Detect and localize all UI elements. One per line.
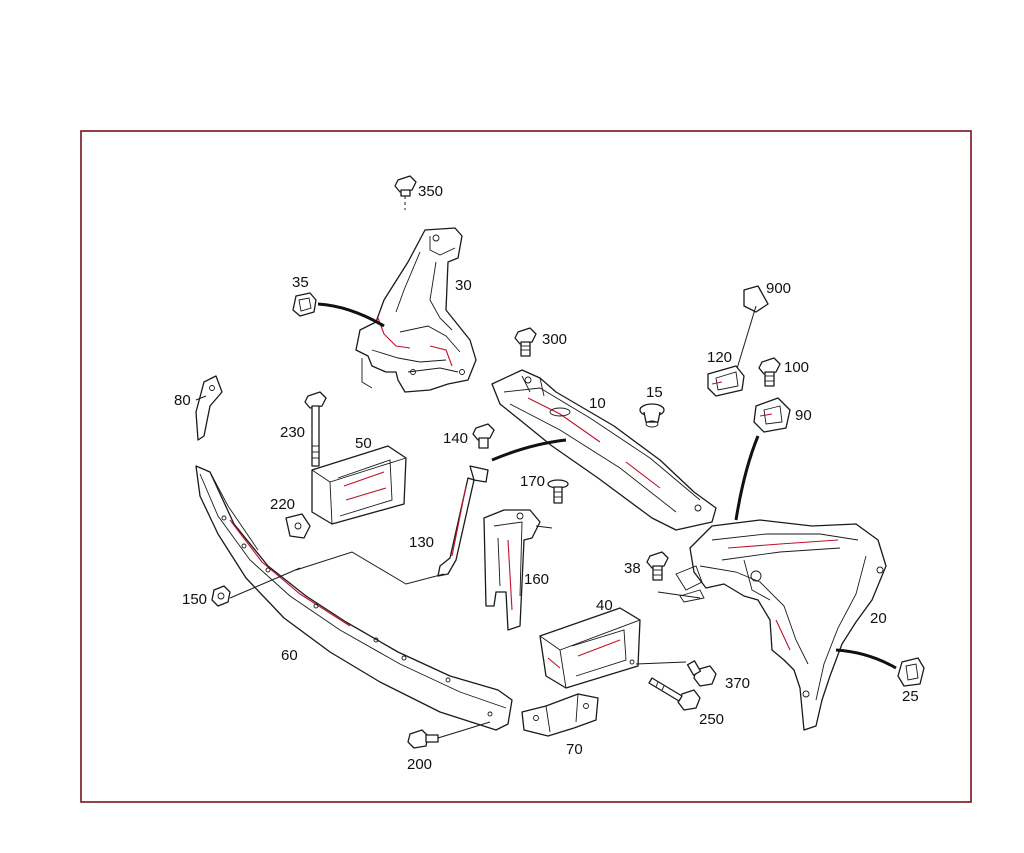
callout-label-300: 300 — [542, 331, 567, 348]
callout-label-10: 10 — [589, 395, 606, 412]
tag-900[interactable] — [735, 285, 769, 373]
callout-label-20: 20 — [870, 610, 887, 627]
callout-label-150: 150 — [182, 591, 207, 608]
callout-label-200: 200 — [407, 756, 432, 773]
callout-label-35: 35 — [292, 274, 309, 291]
diagram-frame — [80, 130, 972, 803]
sideframe-20[interactable] — [675, 519, 887, 731]
bracket-30[interactable] — [355, 227, 477, 393]
callout-label-220: 220 — [270, 496, 295, 513]
bracket-160[interactable] — [483, 509, 553, 631]
bracket-80[interactable] — [195, 375, 223, 441]
nut-150[interactable] — [211, 585, 231, 607]
screw-170[interactable] — [547, 479, 569, 504]
callout-label-120: 120 — [707, 349, 732, 366]
bolt-300[interactable] — [514, 327, 537, 357]
bolt-350[interactable] — [394, 175, 417, 210]
bolt-38[interactable] — [646, 551, 701, 599]
callout-label-90: 90 — [795, 407, 812, 424]
crashbox-50[interactable] — [311, 445, 407, 525]
bracket-70[interactable] — [521, 693, 599, 737]
callout-label-900: 900 — [766, 280, 791, 297]
plate-220[interactable] — [285, 513, 311, 539]
callout-label-130: 130 — [409, 534, 434, 551]
callout-label-170: 170 — [520, 473, 545, 490]
callout-label-100: 100 — [784, 359, 809, 376]
grommet-15[interactable] — [639, 403, 665, 428]
callout-label-80: 80 — [174, 392, 191, 409]
crashbox-40[interactable] — [539, 607, 687, 689]
callout-label-15: 15 — [646, 384, 663, 401]
clip-120[interactable] — [707, 365, 745, 397]
bumper-beam-60[interactable] — [195, 465, 513, 731]
bolt-370[interactable] — [686, 660, 717, 687]
callout-label-70: 70 — [566, 741, 583, 758]
bolt-230[interactable] — [304, 391, 327, 467]
callout-label-25: 25 — [902, 688, 919, 705]
clip-90[interactable] — [734, 397, 791, 521]
clip-35[interactable] — [292, 292, 385, 328]
bolt-140[interactable] — [472, 423, 567, 462]
callout-label-40: 40 — [596, 597, 613, 614]
clip-25[interactable] — [835, 648, 925, 687]
callout-label-160: 160 — [524, 571, 549, 588]
callout-label-370: 370 — [725, 675, 750, 692]
rod-130[interactable] — [437, 465, 489, 577]
bolt-100[interactable] — [758, 357, 781, 387]
callout-label-230: 230 — [280, 424, 305, 441]
bolt-200[interactable] — [407, 721, 491, 749]
crossmember-10[interactable] — [491, 369, 717, 531]
callout-labels: 350 30 35 900 300 120 100 80 15 10 90 230 50 140 170 22… — [174, 183, 919, 773]
callout-label-140: 140 — [443, 430, 468, 447]
callout-label-30: 30 — [455, 277, 472, 294]
callout-label-250: 250 — [699, 711, 724, 728]
callout-label-38: 38 — [624, 560, 641, 577]
callout-label-350: 350 — [418, 183, 443, 200]
callout-label-60: 60 — [281, 647, 298, 664]
bolt-250[interactable] — [648, 677, 701, 711]
callout-label-50: 50 — [355, 435, 372, 452]
